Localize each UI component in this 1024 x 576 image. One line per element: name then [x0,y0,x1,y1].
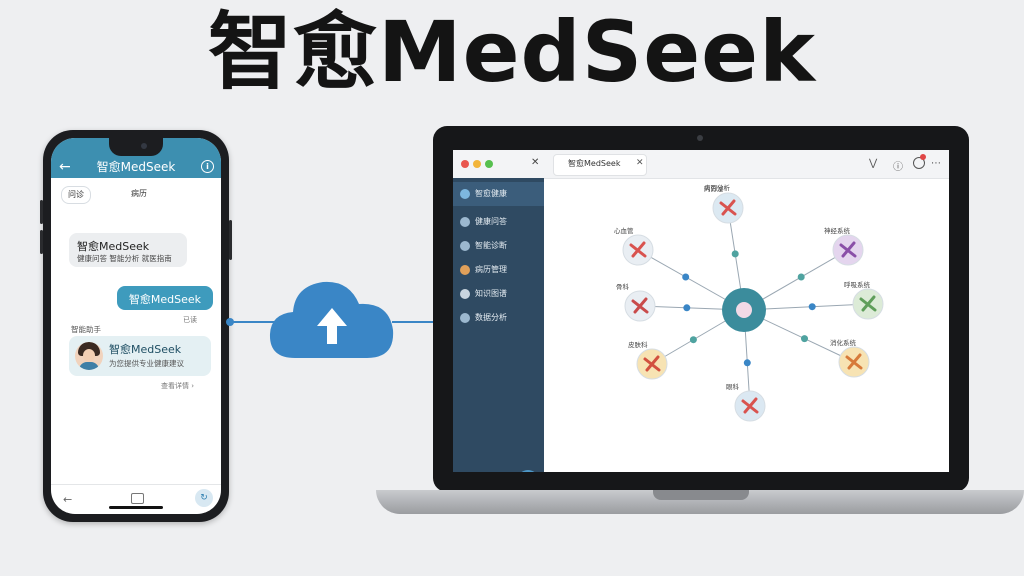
more-menu-icon[interactable]: ⋯ [931,158,941,169]
sidebar-item-label: 知识图谱 [475,289,507,298]
laptop-base [376,490,1024,514]
laptop-device: ✕ 智愈MedSeek ✕ ⋁ ⓘ ⋯ 智愈健康 健康问答 智能诊断 [433,126,969,492]
chip-row: 问诊 病历 [61,186,211,204]
phone-toolbar: ← ↻ [51,484,221,514]
sidebar-item-label: 病历管理 [475,265,507,274]
graph-node-icon [631,297,649,314]
user-message-bubble: 智愈MedSeek [117,286,213,310]
graph-node-icon [719,199,737,216]
sidebar-item-qa[interactable]: 健康问答 [453,210,544,234]
graph-junction-dot [731,250,739,258]
laptop-camera-icon [697,135,703,141]
graph-top-label: 病因分析 [704,183,731,192]
laptop-screen: ✕ 智愈MedSeek ✕ ⋁ ⓘ ⋯ 智愈健康 健康问答 智能诊断 [453,150,949,472]
bot-message-bubble: 智愈MedSeek 健康问答 智能分析 就医指南 [69,233,187,267]
graph-junction-dot [801,335,808,343]
clear-address-icon[interactable]: ✕ [636,158,644,168]
graph-node-label: 眼科 [726,382,740,391]
graph-node-icon [845,353,863,370]
graph-node-icon [741,397,759,414]
sync-icon[interactable]: ↻ [195,489,213,507]
help-button[interactable]: ? [517,470,539,472]
dropdown-icon[interactable]: ⋁ [869,158,878,169]
graph-junction-dot [683,304,691,312]
card-footer-link[interactable]: 查看详情 › [161,382,195,390]
hero-title: 智愈MedSeek [208,3,816,101]
graph-node-icon [859,295,877,312]
phone-notch [109,138,163,156]
home-indicator [109,506,163,509]
sidebar-item-label: 数据分析 [475,313,507,322]
phone-app-title: 智愈MedSeek [96,160,176,174]
toolbar-back-icon[interactable]: ← [63,493,73,506]
graph-node-icon [839,241,857,258]
browser-titlebar: ✕ 智愈MedSeek ✕ ⋁ ⓘ ⋯ [453,150,949,179]
graph-junction-dot [689,336,697,344]
bot-label: 智能助手 [71,325,101,334]
user-icon [460,217,470,227]
graph-icon [460,289,470,299]
sidebar-item-analytics[interactable]: 数据分析 [453,306,544,330]
image-icon[interactable] [131,493,144,504]
doctor-card-subtitle: 为您提供专业健康建议 [109,359,184,368]
chip-records[interactable]: 病历 [125,186,153,202]
logo-icon [460,189,470,199]
user-message-text: 智愈MedSeek [128,293,202,306]
phone-device: ← 智愈MedSeek i 问诊 病历 智愈MedSeek 健康问答 智能分析 … [40,130,232,522]
info-icon[interactable]: i [201,160,214,173]
graph-node-label: 内分泌 [704,184,724,193]
close-window-icon[interactable] [461,160,469,168]
graph-junction-dot [682,273,690,281]
address-bar[interactable]: 智愈MedSeek ✕ [553,154,647,176]
sidebar-item-home[interactable]: 智愈健康 [453,182,544,206]
graph-node-label: 皮肤科 [628,340,648,349]
phone-volume-button [40,230,43,254]
graph-node-label: 骨科 [616,282,630,291]
message-status: 已读 [183,316,197,324]
address-text: 智愈MedSeek [568,159,621,168]
maximize-window-icon[interactable] [485,160,493,168]
sidebar-item-diagnosis[interactable]: 智能诊断 [453,234,544,258]
doctor-card[interactable]: 智愈MedSeek 为您提供专业健康建议 [69,336,211,376]
phone-screen: ← 智愈MedSeek i 问诊 病历 智愈MedSeek 健康问答 智能分析 … [51,138,221,514]
phone-power-button [229,220,232,260]
graph-node-label: 神经系统 [824,226,851,235]
bot-message-title: 智愈MedSeek [77,240,150,253]
sidebar-item-label: 健康问答 [475,217,507,226]
folder-icon [460,265,470,275]
graph-junction-dot [743,359,751,367]
graph-node-label: 呼吸系统 [844,280,871,289]
graph-node-icon [643,355,661,372]
phone-volume-button [40,200,43,224]
notification-icon[interactable] [913,154,926,169]
graph-junction-dot [808,303,816,311]
avatar [75,342,103,370]
sidebar: 智愈健康 健康问答 智能诊断 病历管理 知识图谱 数据分析 ? [453,178,544,472]
sidebar-item-label: 智愈健康 [475,189,507,198]
back-arrow-icon[interactable]: ← [59,159,71,175]
triangle-icon [460,241,470,251]
sidebar-item-records[interactable]: 病历管理 [453,258,544,282]
minimize-window-icon[interactable] [473,160,481,168]
graph-node-label: 消化系统 [830,338,857,347]
connection-dot-left [226,318,234,326]
info-toolbar-icon[interactable]: ⓘ [893,162,903,173]
connection-line-right [392,321,438,323]
sidebar-item-knowledge[interactable]: 知识图谱 [453,282,544,306]
cloud-upload-icon [269,281,394,358]
graph-node-label: 心血管 [614,226,634,235]
camera-icon [141,143,147,149]
connection-line-left [229,321,275,323]
chip-consult[interactable]: 问诊 [61,186,91,204]
chart-icon [460,313,470,323]
laptop-opening-notch [653,490,749,500]
medical-hub-icon [736,302,752,318]
doctor-card-title: 智愈MedSeek [109,343,182,356]
graph-junction-dot [797,273,805,281]
graph-node-icon [629,241,647,258]
bot-message-subtitle: 健康问答 智能分析 就医指南 [77,254,172,263]
tab-close-icon[interactable]: ✕ [531,157,540,168]
sidebar-item-label: 智能诊断 [475,241,507,250]
